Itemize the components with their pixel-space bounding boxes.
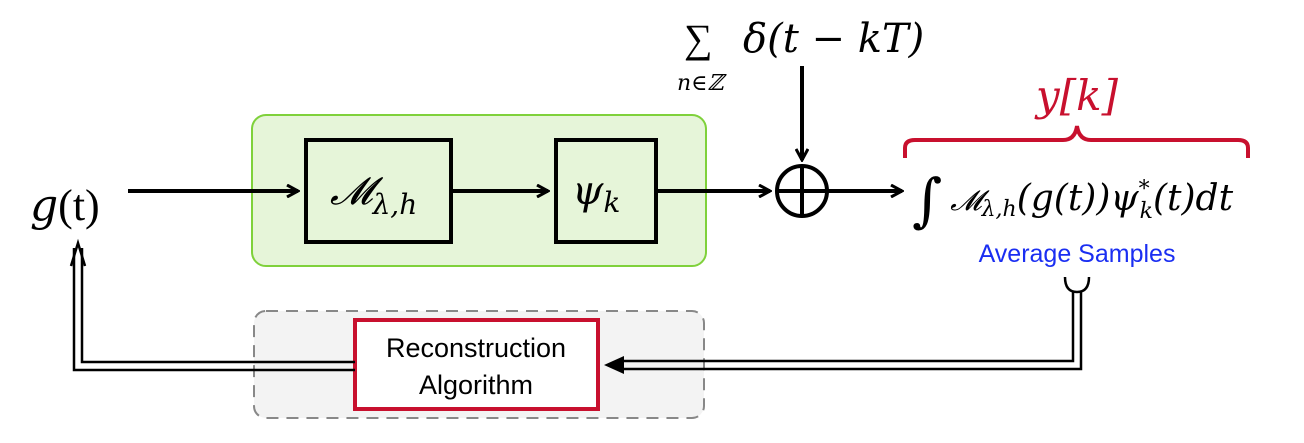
impulse-expression: δ(t − kT)	[743, 16, 924, 62]
sampler-node	[775, 164, 829, 218]
reconstruction-label-line1: Reconstruction	[386, 333, 566, 363]
output-expression: ∫𝓜λ,h(g(t))ψ*k(t)dt	[912, 166, 1234, 234]
input-signal-label: g(t)	[30, 180, 100, 231]
feedback-path-to-reconstruction	[604, 291, 1083, 374]
average-samples-label: Average Samples	[979, 240, 1176, 268]
impulse-sum-symbol: ∑	[684, 16, 713, 61]
reconstruction-label-line2: Algorithm	[419, 370, 533, 400]
samples-connector	[1063, 276, 1091, 294]
modulo-block-label: 𝓜λ,h	[330, 169, 417, 221]
feedback-path-to-input	[69, 238, 355, 372]
reconstruction-algorithm-block	[353, 318, 600, 411]
output-label: y[k]	[1034, 71, 1119, 120]
impulse-sum-index: n∈ℤ	[677, 71, 727, 96]
kernel-block-label: ψk	[572, 168, 620, 219]
output-brace	[903, 125, 1250, 158]
